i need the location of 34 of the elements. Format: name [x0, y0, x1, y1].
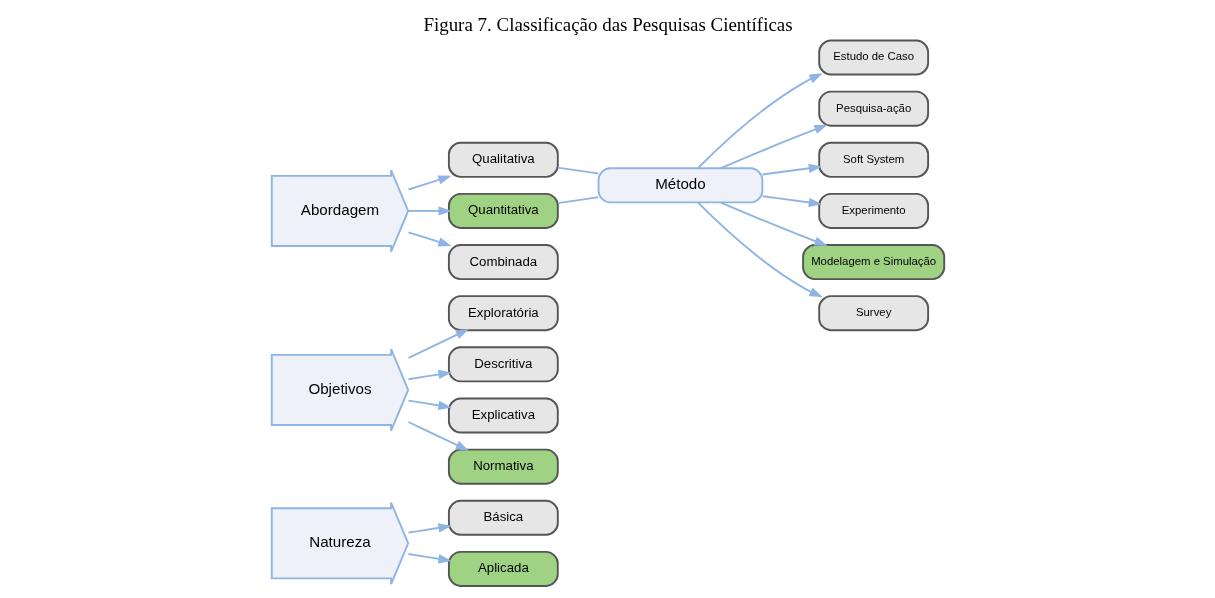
node-box: Normativa [447, 448, 559, 485]
node-box: Método [597, 167, 763, 204]
arrow [719, 201, 828, 246]
connector [556, 196, 599, 205]
node-box: Pesquisa-ação [817, 90, 929, 127]
arrow [761, 195, 822, 207]
arrow [407, 175, 452, 191]
diagram-title: Figura 7. Classificação das Pesquisas Científicas [422, 13, 793, 35]
arrow [407, 329, 469, 359]
arrow [407, 369, 452, 381]
node-box: Estudo de Caso [817, 39, 929, 76]
node-box: Quantitativa [447, 192, 559, 229]
node-box: Qualitativa [447, 141, 559, 178]
node-box: Descritiva [447, 346, 559, 383]
node-box: Aplicada [447, 550, 559, 587]
arrow [407, 523, 452, 534]
node-box: Soft System [817, 141, 929, 178]
node-box: Exploratória [447, 295, 559, 332]
arrow [696, 73, 823, 169]
connector [556, 166, 599, 175]
node-box: Modelagem e Simulação [801, 244, 945, 281]
node-box: Combinada [447, 244, 559, 281]
arrow [407, 399, 452, 410]
arrow [761, 163, 822, 176]
node-box: Básica [447, 499, 559, 536]
arrow [407, 206, 452, 216]
arrow [719, 124, 828, 170]
arrow [407, 231, 452, 247]
arrow [407, 421, 469, 451]
arrow [696, 201, 823, 298]
node-box: Survey [817, 295, 929, 332]
arrow [407, 553, 452, 564]
node-box: Explicativa [447, 397, 559, 434]
node-box: Experimento [817, 192, 929, 229]
